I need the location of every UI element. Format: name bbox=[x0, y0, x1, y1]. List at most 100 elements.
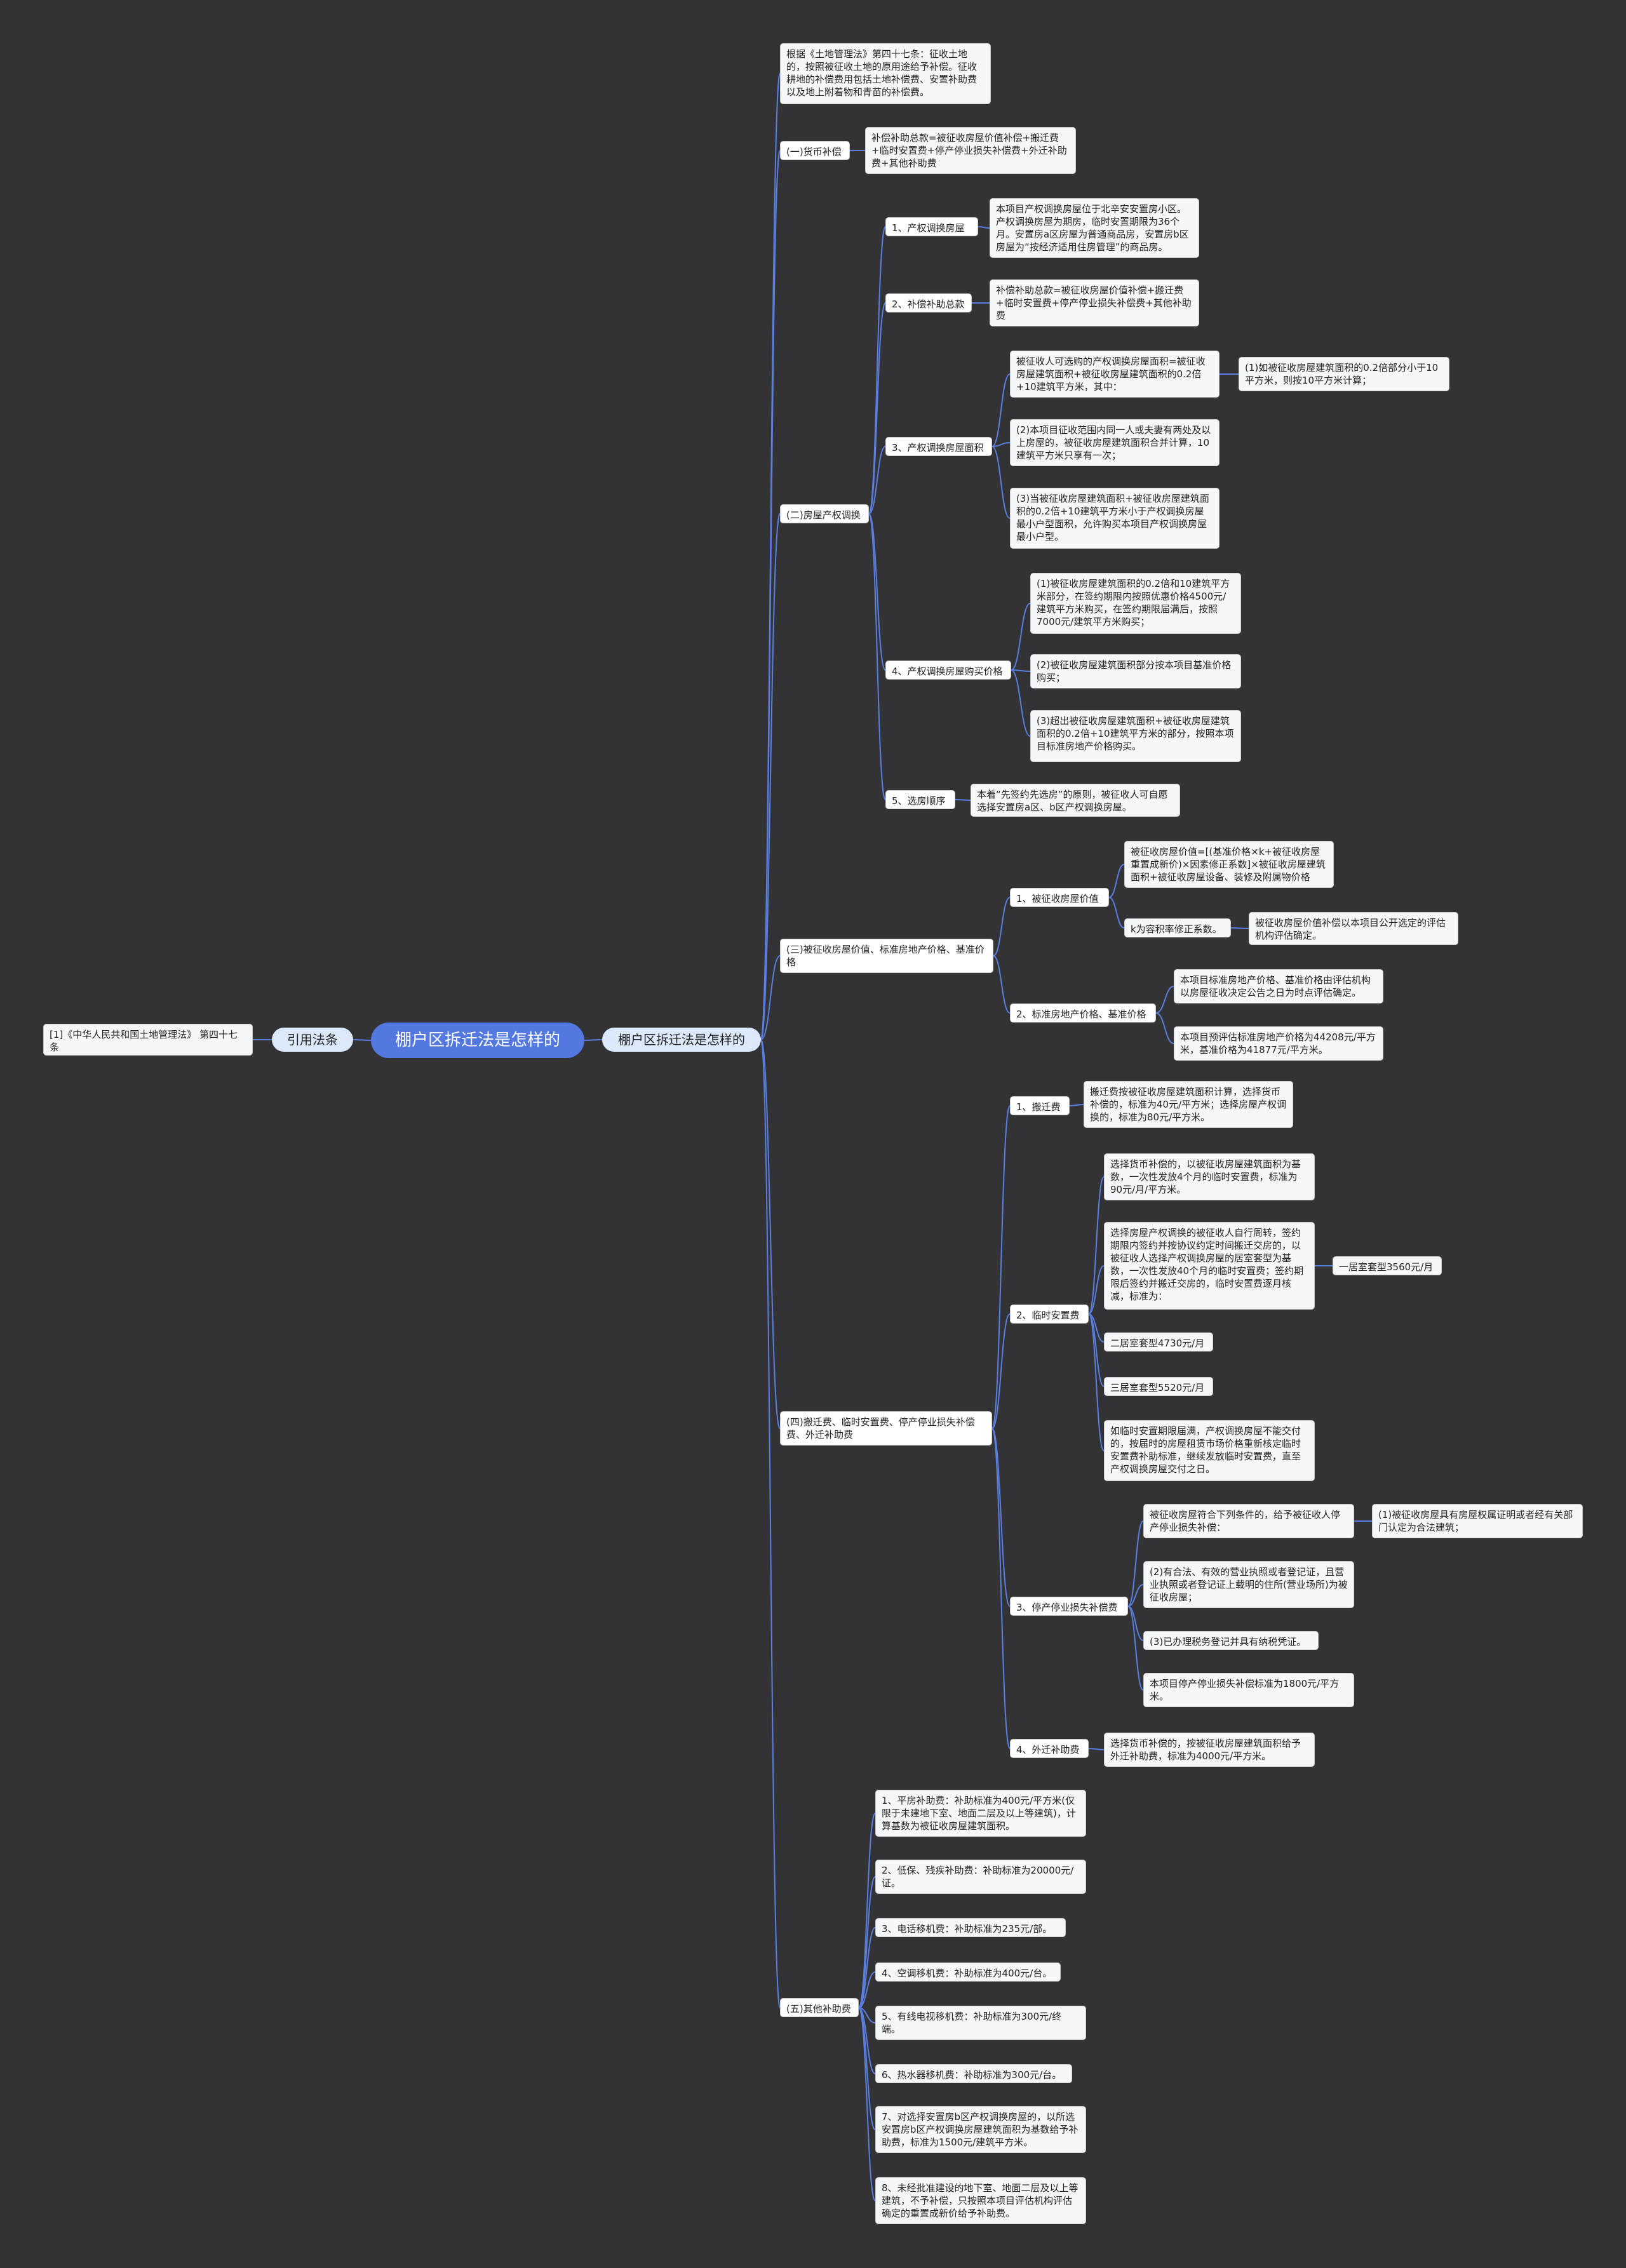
connector-s3-b-title bbox=[993, 955, 1011, 1014]
connector-section3-title bbox=[760, 955, 781, 1040]
s3-b-title[interactable]: 2、标准房地产价格、基准价格 bbox=[1010, 1003, 1156, 1023]
connector-s4-c-title bbox=[991, 1428, 1011, 1607]
s5-item-8[interactable]: 8、未经批准建设的地下室、地面二层及以上等建筑，不予补偿，只按照本项目评估机构评… bbox=[875, 2177, 1086, 2224]
s4-b-title[interactable]: 2、临时安置费 bbox=[1010, 1305, 1089, 1324]
s4-a-text[interactable]: 搬迁费按被征收房屋建筑面积计算，选择货币补偿的，标准为40元/平方米；选择房屋产… bbox=[1084, 1081, 1293, 1128]
root-node[interactable]: 棚户区拆迁法是怎样的 bbox=[371, 1023, 584, 1058]
connector-s4-b5 bbox=[1088, 1313, 1105, 1451]
s5-item-1[interactable]: 1、平房补助费：补助标准为400元/平方米(仅限于未建地下室、地面二层及以上等建… bbox=[875, 1790, 1086, 1837]
connector-s2-d3 bbox=[1011, 669, 1031, 737]
connector-s2-a-title bbox=[868, 226, 886, 514]
connector-s5-item-3 bbox=[858, 1927, 876, 2008]
connector-s5-item-2 bbox=[858, 1876, 876, 2008]
s2-c3[interactable]: (3)当被征收房屋建筑面积+被征收房屋建筑面积的0.2倍+10建筑平方米小于产权… bbox=[1010, 488, 1220, 549]
connector-s4-b1 bbox=[1088, 1176, 1105, 1315]
connector-s2-c2 bbox=[991, 442, 1011, 447]
connector-s4-c1 bbox=[1127, 1520, 1144, 1607]
s4-c3[interactable]: (3)已办理税务登记并具有纳税凭证。 bbox=[1143, 1631, 1319, 1650]
s4-c1[interactable]: 被征收房屋符合下列条件的，给予被征收人停产停业损失补偿： bbox=[1143, 1504, 1354, 1538]
s4-b4[interactable]: 三居室套型5520元/月 bbox=[1104, 1377, 1213, 1396]
s3-a-title[interactable]: 1、被征收房屋价值 bbox=[1010, 888, 1109, 907]
section4-title[interactable]: (四)搬迁费、临时安置费、停产停业损失补偿费、外迁补助费 bbox=[780, 1411, 992, 1446]
connector-s2-a-text bbox=[978, 226, 990, 229]
connector-s4-b2 bbox=[1088, 1265, 1105, 1315]
section1-title[interactable]: (一)货币补偿 bbox=[780, 141, 850, 160]
s3-a2a[interactable]: 被征收房屋价值补偿以本项目公开选定的评估机构评估确定。 bbox=[1249, 912, 1458, 945]
s5-item-4[interactable]: 4、空调移机费：补助标准为400元/台。 bbox=[875, 1963, 1061, 1982]
s2-e-title[interactable]: 5、选房顺序 bbox=[885, 790, 955, 809]
s5-item-5[interactable]: 5、有线电视移机费：补助标准为300元/终端。 bbox=[875, 2006, 1086, 2040]
s4-c1a[interactable]: (1)被征收房屋具有房屋权属证明或者经有关部门认定为合法建筑； bbox=[1372, 1504, 1583, 1538]
connector-s3-b2 bbox=[1155, 1012, 1174, 1044]
connector-s3-a2 bbox=[1108, 897, 1125, 929]
connector-section5-title bbox=[760, 1039, 781, 2008]
s4-a-title[interactable]: 1、搬迁费 bbox=[1010, 1096, 1070, 1115]
s4-b3[interactable]: 二居室套型4730元/月 bbox=[1104, 1332, 1213, 1352]
s2-d-title[interactable]: 4、产权调换房屋购买价格 bbox=[885, 661, 1011, 680]
s4-b5[interactable]: 如临时安置期限届满，产权调换房屋不能交付的，按届时的房屋租赁市场价格重新核定临时… bbox=[1104, 1420, 1315, 1481]
s2-c1[interactable]: 被征收人可选购的产权调换房屋面积=被征收房屋建筑面积+被征收房屋建筑面积的0.2… bbox=[1010, 351, 1220, 398]
s2-b-title[interactable]: 2、补偿补助总款 bbox=[885, 293, 972, 312]
s3-a1[interactable]: 被征收房屋价值=[(基准价格×k+被征收房屋重置成新价)×因素修正系数]×被征收… bbox=[1124, 841, 1334, 888]
connector-s2-e-title bbox=[868, 513, 886, 800]
s4-d-title[interactable]: 4、外迁补助费 bbox=[1010, 1739, 1089, 1758]
s4-b1[interactable]: 选择货币补偿的，以被征收房屋建筑面积为基数，一次性发放4个月的临时安置费，标准为… bbox=[1104, 1153, 1315, 1200]
s4-b2[interactable]: 选择房屋产权调换的被征收人自行周转，签约期限内签约并按协议约定时间搬迁交房的，以… bbox=[1104, 1222, 1315, 1310]
connector-s5-item-8 bbox=[858, 2007, 876, 2201]
connector-s3-b1 bbox=[1155, 986, 1174, 1014]
s4-c4[interactable]: 本项目停产停业损失补偿标准为1800元/平方米。 bbox=[1143, 1673, 1354, 1707]
s2-c2[interactable]: (2)本项目征收范围内同一人或夫妻有两处及以上房屋的，被征收房屋建筑面积合并计算… bbox=[1010, 419, 1220, 466]
connector-s5-item-1 bbox=[858, 1813, 876, 2008]
s1-formula[interactable]: 补偿补助总款=被征收房屋价值补偿+搬迁费+临时安置费+停产停业损失补偿费+外迁补… bbox=[865, 127, 1076, 174]
connector-s2-c1 bbox=[991, 373, 1011, 447]
connector-s2-c3 bbox=[991, 446, 1011, 519]
connector-s4-c4 bbox=[1127, 1606, 1144, 1691]
connector-s2-b-title bbox=[868, 302, 886, 514]
s4-c2[interactable]: (2)有合法、有效的营业执照或者登记证，且营业执照或者登记证上载明的住所(营业场… bbox=[1143, 1561, 1354, 1608]
section3-title[interactable]: (三)被征收房屋价值、标准房地产价格、基准价格 bbox=[780, 939, 993, 973]
section2-title[interactable]: (二)房屋产权调换 bbox=[780, 504, 869, 523]
connector-s2-d-title bbox=[868, 513, 886, 671]
connector-s4-c3 bbox=[1127, 1606, 1144, 1641]
s3-b2[interactable]: 本项目预评估标准房地产价格为44208元/平方米，基准价格为41877元/平方米… bbox=[1174, 1026, 1383, 1061]
intro-node[interactable]: 根据《土地管理法》第四十七条：征收土地的，按照被征收土地的原用途给予补偿。征收耕… bbox=[780, 43, 991, 104]
connector-s4-d-title bbox=[991, 1428, 1011, 1749]
s5-item-6[interactable]: 6、热水器移机费：补助标准为300元/台。 bbox=[875, 2064, 1072, 2083]
s2-b-text[interactable]: 补偿补助总款=被征收房屋价值补偿+搬迁费+临时安置费+停产停业损失补偿费+其他补… bbox=[990, 279, 1199, 326]
s4-b2a[interactable]: 一居室套型3560元/月 bbox=[1333, 1256, 1442, 1275]
s5-item-3[interactable]: 3、电话移机费：补助标准为235元/部。 bbox=[875, 1918, 1066, 1937]
s2-d1[interactable]: (1)被征收房屋建筑面积的0.2倍和10建筑平方米部分，在签约期限内按照优惠价格… bbox=[1030, 573, 1241, 634]
s4-d-text[interactable]: 选择货币补偿的，按被征收房屋建筑面积给予外迁补助费，标准为4000元/平方米。 bbox=[1104, 1733, 1315, 1767]
s2-d2[interactable]: (2)被征收房屋建筑面积部分按本项目基准价格购买； bbox=[1030, 654, 1241, 688]
connector-s2-c-title bbox=[868, 446, 886, 514]
s2-e-text[interactable]: 本着“先签约先选房”的原则，被征收人可自愿选择安置房a区、b区产权调换房屋。 bbox=[971, 784, 1180, 817]
s2-c1a[interactable]: (1)如被征收房屋建筑面积的0.2倍部分小于10平方米，则按10平方米计算； bbox=[1239, 357, 1449, 391]
connector-s2-d1 bbox=[1011, 603, 1031, 671]
s5-item-7[interactable]: 7、对选择安置房b区产权调换房屋的，以所选安置房b区产权调换房屋建筑面积为基数给… bbox=[875, 2106, 1086, 2153]
connector-s3-a1 bbox=[1108, 864, 1125, 898]
right-branch-node[interactable]: 棚户区拆迁法是怎样的 bbox=[602, 1028, 761, 1052]
s2-a-title[interactable]: 1、产权调换房屋 bbox=[885, 217, 978, 236]
s2-d3[interactable]: (3)超出被征收房屋建筑面积+被征收房屋建筑面积的0.2倍+10建筑平方米的部分… bbox=[1030, 710, 1241, 762]
connector-s4-b-title bbox=[991, 1313, 1011, 1429]
connector-s5-item-4 bbox=[858, 1971, 876, 2008]
connector-s4-c2 bbox=[1127, 1584, 1144, 1607]
s3-b1[interactable]: 本项目标准房地产价格、基准价格由评估机构以房屋征收决定公告之日为时点评估确定。 bbox=[1174, 969, 1383, 1003]
left-branch-node[interactable]: 引用法条 bbox=[272, 1028, 353, 1052]
s5-item-2[interactable]: 2、低保、残疾补助费：补助标准为20000元/证。 bbox=[875, 1860, 1086, 1894]
connector-s3-a-title bbox=[993, 897, 1011, 956]
citation-node[interactable]: [1]《中华人民共和国土地管理法》 第四十七条 bbox=[43, 1024, 253, 1056]
s2-c-title[interactable]: 3、产权调换房屋面积 bbox=[885, 437, 992, 456]
s4-c-title[interactable]: 3、停产停业损失补偿费 bbox=[1010, 1597, 1128, 1616]
connector-section1-title bbox=[760, 150, 781, 1040]
s2-a-text[interactable]: 本项目产权调换房屋位于北辛安安置房小区。产权调换房屋为期房，临时安置期限为36个… bbox=[990, 198, 1199, 258]
section5-title[interactable]: (五)其他补助费 bbox=[780, 1998, 859, 2017]
connector-s2-d2 bbox=[1011, 669, 1031, 672]
connector-section4-title bbox=[760, 1039, 781, 1429]
s3-a2[interactable]: k为容积率修正系数。 bbox=[1124, 918, 1231, 937]
connector-s4-d-text bbox=[1088, 1748, 1105, 1750]
connector-s3-a2a bbox=[1230, 927, 1249, 929]
connector-s4-a-text bbox=[1069, 1104, 1084, 1106]
connector-s4-a-title bbox=[991, 1105, 1011, 1429]
